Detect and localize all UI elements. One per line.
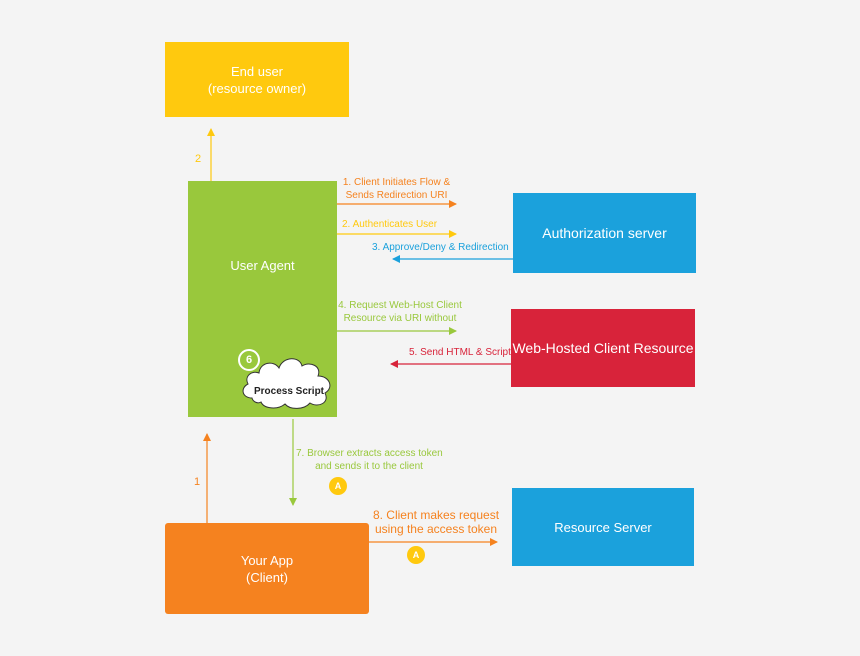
badge-a-step-8: A (407, 546, 425, 564)
step-4-line1: 4. Request Web-Host Client (338, 300, 462, 311)
step-1-label: 1. Client Initiates Flow & Sends Redirec… (339, 177, 454, 202)
end-user-box: End user (resource owner) (165, 42, 349, 117)
user-agent-label: User Agent (230, 258, 295, 273)
step-8-line2: using the access token (374, 522, 498, 536)
resource-server-box: Resource Server (512, 488, 694, 566)
web-hosted-client-label: Web-Hosted Client Resource (512, 339, 694, 356)
step-1-number: 1 (194, 476, 201, 488)
your-app-box: Your App (Client) (165, 523, 369, 614)
step-1-line2: Sends Redirection URI (345, 189, 448, 201)
resource-server-label: Resource Server (554, 519, 652, 535)
end-user-title: End user (230, 63, 284, 79)
process-script-cloud: Process Script (242, 358, 331, 409)
authorization-server-label: Authorization server (542, 224, 667, 241)
step-5-label: 5. Send HTML & Script (409, 347, 511, 358)
step-7-label: 7. Browser extracts access token and sen… (296, 448, 443, 473)
step-7-line1: 7. Browser extracts access token (296, 448, 443, 459)
end-user-subtitle: (resource owner) (207, 80, 307, 96)
badge-a-step-7: A (329, 477, 347, 495)
authorization-server-box: Authorization server (513, 193, 696, 273)
step-8-line1: 8. Client makes request (372, 508, 500, 522)
step-8-label: 8. Client makes request using the access… (368, 508, 504, 536)
step-7-line2: and sends it to the client (315, 460, 423, 472)
your-app-subtitle: (Client) (246, 569, 288, 585)
step-1-line1: 1. Client Initiates Flow & (342, 177, 451, 188)
step-6-badge: 6 (238, 349, 260, 371)
step-4-label: 4. Request Web-Host Client Resource via … (337, 300, 463, 325)
step-2-label: 2. Authenticates User (342, 219, 438, 230)
process-script-label: Process Script (254, 386, 325, 397)
step-3-label: 3. Approve/Deny & Redirection (372, 242, 509, 253)
step-2-number: 2 (195, 153, 202, 165)
your-app-title: Your App (240, 552, 294, 568)
web-hosted-client-box: Web-Hosted Client Resource (511, 309, 695, 387)
step-4-line2: Resource via URI without (343, 312, 457, 324)
